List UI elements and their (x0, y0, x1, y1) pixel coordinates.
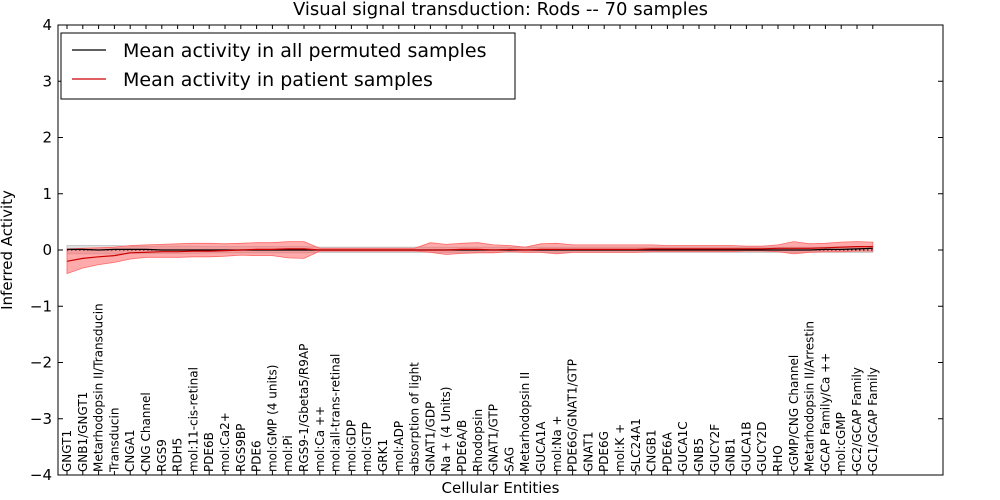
y-tick-label: 2 (42, 129, 52, 147)
lines-layer (66, 246, 873, 262)
x-tick-label: mol:K + (613, 424, 627, 472)
y-tick-label: −4 (30, 466, 52, 484)
x-tick-label: PDE6 (250, 440, 264, 472)
x-tick-label: mol:GTP (360, 422, 374, 472)
bands-layer (66, 241, 874, 275)
x-tick-label: mol:Ca ++ (313, 406, 327, 472)
legend: Mean activity in all permuted samples Me… (60, 32, 516, 100)
x-tick-label: PDE6G/GNAT1/GTP (566, 359, 580, 472)
x-tick-label: GNB1/GNGT1 (76, 392, 90, 472)
x-tick-label: GUCY2D (755, 422, 769, 472)
x-tick-label: CNGB1 (645, 429, 659, 472)
y-tick-label: 4 (42, 16, 52, 34)
x-tick-label: RGS9 (155, 439, 169, 472)
x-tick-label: PDE6A (660, 431, 674, 472)
x-tick-label: SLC24A1 (629, 418, 643, 472)
y-axis-ticks: −4 −3 −2 −1 0 1 2 3 4 (30, 16, 943, 484)
x-tick-label: RGS9-1/Gbeta5/R9AP (297, 344, 311, 472)
x-tick-label: GNAT1 (581, 431, 595, 472)
series-line-patient (66, 246, 873, 262)
plot-frame (57, 24, 944, 476)
x-tick-label: mol:Na + (550, 415, 564, 472)
y-tick-label: −3 (30, 410, 52, 428)
x-tick-label: CNG Channel (139, 392, 153, 472)
x-tick-label: GNB5 (692, 438, 706, 472)
y-tick-label: 3 (42, 72, 52, 90)
x-tick-label: GC2/GCAP Family (850, 367, 864, 472)
legend-box (60, 32, 516, 100)
y-tick-label: 0 (42, 241, 52, 259)
x-tick-label: GUCA1C (676, 421, 690, 472)
x-tick-label: mol:all-trans-retinal (329, 354, 343, 472)
confidence-band-patient (66, 241, 874, 275)
x-tick-label: CNGA1 (123, 430, 137, 473)
x-tick-label: GCAP Family/Ca ++ (818, 353, 832, 472)
x-tick-label: GRK1 (376, 439, 390, 472)
x-tick-label: PDE6G (597, 431, 611, 472)
y-axis-label: Inferred Activity (0, 190, 16, 310)
x-tick-label: cGMP/CNG Channel (787, 355, 801, 472)
x-tick-label: mol:cGMP (834, 412, 848, 472)
x-tick-label: absorption of light (408, 362, 422, 472)
x-tick-label: Metarhodopsin II/Arrestin (803, 321, 817, 472)
x-tick-label: GNGT1 (60, 430, 74, 472)
x-tick-label: SAG (502, 447, 516, 472)
x-tick-label: GUCA1B (739, 421, 753, 472)
x-tick-label: Rhodopsin (471, 409, 485, 472)
x-tick-label: GC1/GCAP Family (866, 367, 880, 472)
x-tick-label: mol:Ca2+ (218, 412, 232, 472)
x-tick-label: Metarhodopsin II (518, 372, 532, 472)
x-tick-label: Metarhodopsin II/Transducin (92, 303, 106, 472)
y-tick-label: −2 (30, 354, 52, 372)
x-tick-label: GNAT1/GTP (487, 404, 501, 472)
y-tick-label: 1 (42, 185, 52, 203)
x-tick-label: GNB1 (724, 438, 738, 472)
x-tick-label: mol:11-cis-retinal (186, 367, 200, 472)
x-axis-label: Cellular Entities (442, 479, 560, 497)
x-tick-label: PDE6A/B (455, 420, 469, 472)
x-tick-label: RGS9BP (234, 424, 248, 472)
legend-label-patient: Mean activity in patient samples (123, 69, 433, 91)
x-tick-label: Na + (4 Units) (439, 386, 453, 472)
x-tick-label: RHO (771, 445, 785, 472)
x-tick-label: mol:Pi (281, 435, 295, 472)
x-tick-label: PDE6B (202, 432, 216, 472)
x-tick-label: RDH5 (171, 438, 185, 472)
chart-title: Visual signal transduction: Rods -- 70 s… (293, 0, 708, 20)
x-tick-label: mol:GDP (344, 420, 358, 472)
x-tick-label: GUCY2F (708, 424, 722, 472)
legend-label-permuted: Mean activity in all permuted samples (123, 40, 486, 62)
x-tick-label: mol:ADP (392, 421, 406, 472)
x-tick-label: GUCA1A (534, 421, 548, 472)
y-tick-label: −1 (30, 297, 52, 315)
x-tick-label: mol:GMP (4 units) (265, 365, 279, 472)
x-tick-label: Transducin (107, 408, 121, 473)
x-tick-label: GNAT1/GDP (423, 402, 437, 472)
